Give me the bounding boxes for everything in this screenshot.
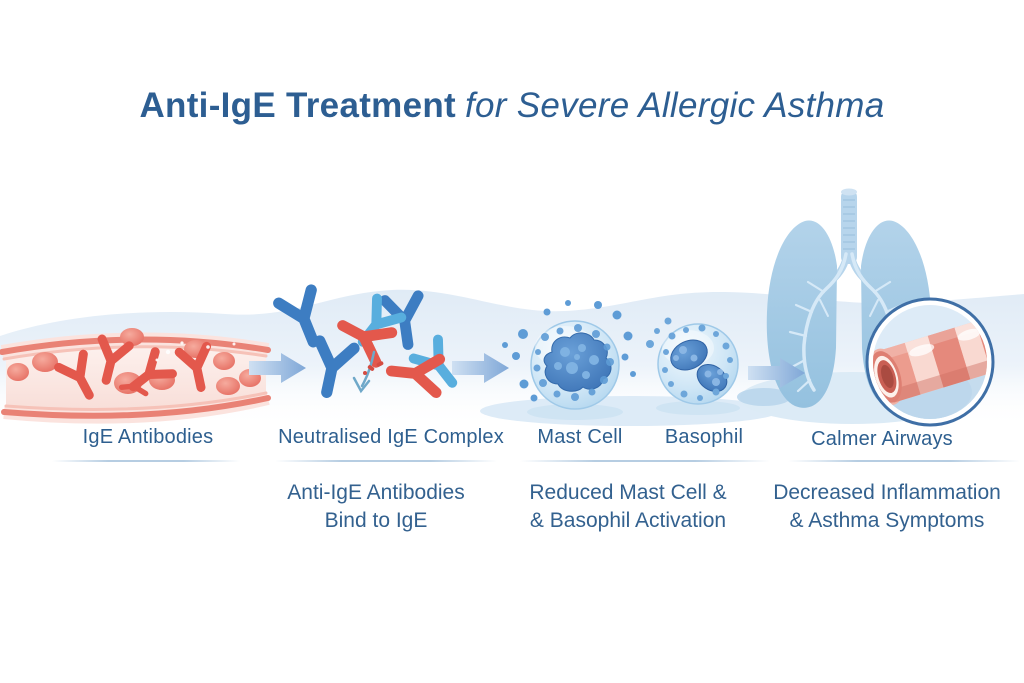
stage2-caption-line2: Bind to IgE <box>324 509 428 532</box>
mast-cell-icon <box>502 300 636 420</box>
divider-stage2 <box>275 460 497 462</box>
ige-fragments <box>363 361 384 375</box>
blood-vessel-icon <box>0 328 271 424</box>
basophil-icon <box>646 317 740 415</box>
released-granules <box>646 317 672 348</box>
stage4-label: Calmer Airways <box>811 428 953 450</box>
sparkle-dots <box>155 341 236 362</box>
title-regular: Anti-IgE Treatment <box>139 86 456 125</box>
title-italic: for Severe Allergic Asthma <box>465 86 885 125</box>
divider-stage4 <box>788 460 1020 462</box>
stage3-label-mast: Mast Cell <box>537 426 623 448</box>
divider-stage1 <box>52 460 240 462</box>
stage3-caption: Reduced Mast Cell & & Basophil Activatio… <box>529 479 726 535</box>
stage4-caption-line1: Decreased Inflammation <box>773 481 1001 504</box>
stage4-caption-line2: & Asthma Symptoms <box>789 509 985 532</box>
divider-stage3 <box>520 460 770 462</box>
stage2-label: Neutralised IgE Complex <box>278 426 504 448</box>
released-granules <box>502 300 636 402</box>
stage2-caption: Anti-IgE Antibodies Bind to IgE <box>287 479 464 535</box>
airway-cross-section-icon <box>865 297 995 427</box>
stage2-caption-line1: Anti-IgE Antibodies <box>287 481 465 504</box>
stage1-label: IgE Antibodies <box>82 426 214 448</box>
down-arrow-icon <box>352 350 376 394</box>
stage3-label-baso: Basophil <box>664 426 744 448</box>
stage3-caption-line2: & Basophil Activation <box>529 509 727 532</box>
neutralised-complex-icon <box>279 290 465 396</box>
stage3-caption-line1: Reduced Mast Cell & <box>529 481 727 504</box>
stage4-caption: Decreased Inflammation & Asthma Symptoms <box>773 479 1001 535</box>
